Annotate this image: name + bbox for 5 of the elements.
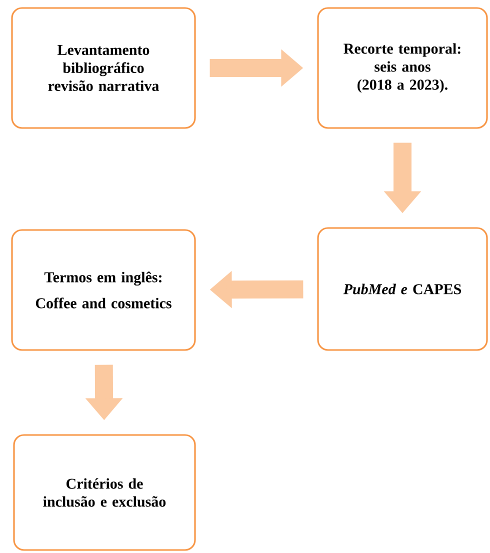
process-box: Recorte temporal: seis anos (2018 a 2023). bbox=[317, 7, 488, 129]
process-box: Levantamento bibliográfico revisão narrativa bbox=[11, 7, 196, 129]
process-box: Termos em inglês: Coffee and cosmetics bbox=[11, 229, 196, 351]
process-box: Critérios de inclusão e exclusão bbox=[13, 434, 196, 551]
process-box: PubMed e CAPES bbox=[317, 227, 488, 351]
